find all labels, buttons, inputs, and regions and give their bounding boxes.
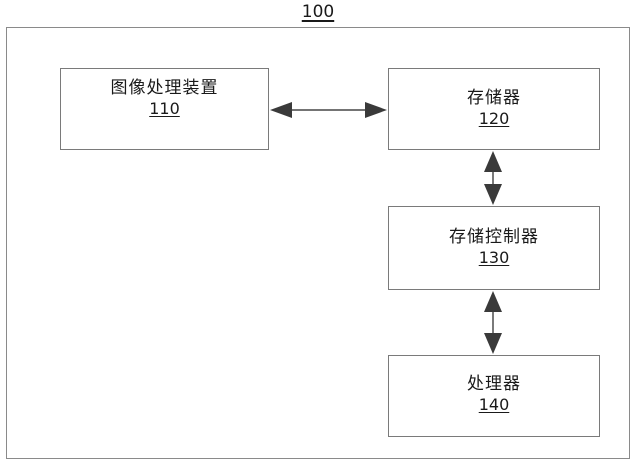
arrowhead-down: [484, 184, 502, 205]
arrowhead-up: [484, 291, 502, 312]
arrowhead-right: [365, 102, 387, 118]
arrowhead-up: [484, 151, 502, 172]
arrowhead-down: [484, 333, 502, 354]
arrow-120-130: [484, 151, 502, 205]
arrowhead-left: [270, 102, 292, 118]
arrow-110-120: [270, 102, 387, 118]
arrow-130-140: [484, 291, 502, 354]
